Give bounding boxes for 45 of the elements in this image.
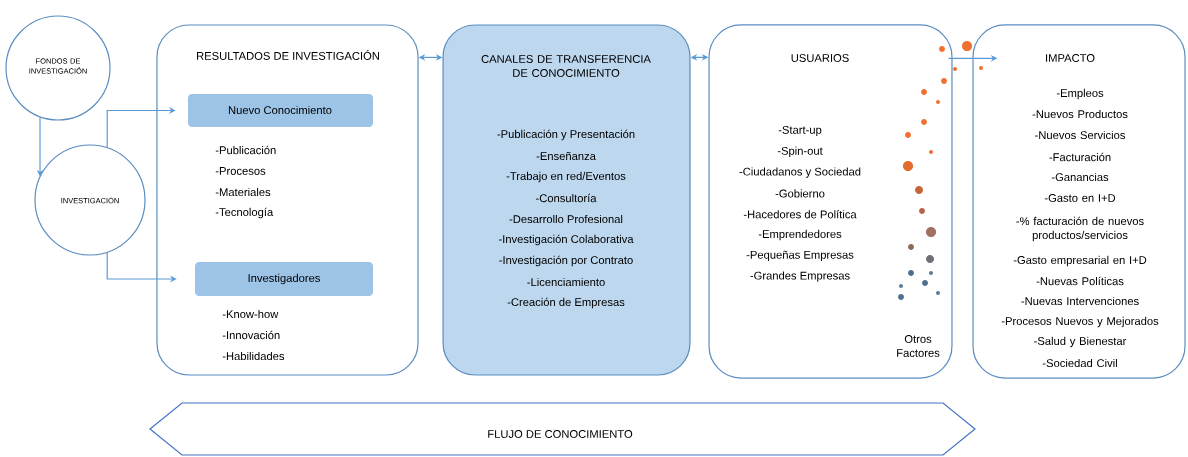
list-item: -Procesos	[215, 167, 266, 175]
list-item: -Hacedores de Política	[743, 210, 857, 219]
list-item: -Materiales	[215, 187, 271, 197]
list-item: -Nuevas Intervenciones	[1021, 296, 1139, 306]
box-label: Nuevo Conocimiento	[228, 105, 332, 115]
list-item: -Investigación por Contrato	[499, 255, 633, 267]
panel-heading: CANALES DE TRANSFERENCIA DE CONOCIMIENTO	[481, 55, 651, 77]
list-item: -Licenciamiento	[527, 277, 605, 287]
list-item: -Facturación	[1049, 152, 1111, 162]
list-item: -Empleos	[1056, 88, 1104, 100]
list-item: -Spin-out	[777, 146, 823, 157]
panel-heading: RESULTADOS DE INVESTIGACIÓN	[197, 50, 379, 60]
list-item: -Desarrollo Profesional	[509, 214, 623, 224]
list-item: -Nuevos Productos	[1032, 109, 1128, 119]
panel-heading: IMPACTO	[1046, 54, 1095, 62]
list-item: -Creación de Empresas	[507, 297, 625, 309]
list-item: -% facturación de nuevos productos/servicios	[1016, 216, 1144, 242]
list-item: -Publicación y Presentación	[497, 129, 635, 141]
list-item: -Nuevas Políticas	[1036, 276, 1124, 286]
list-item: -Procesos Nuevos y Mejorados	[1001, 316, 1159, 328]
list-item: -Ciudadanos y Sociedad	[739, 167, 861, 178]
panel-heading: USUARIOS	[791, 54, 849, 62]
list-item: -Grandes Empresas	[750, 271, 850, 282]
list-item: -Investigación Colaborativa	[498, 234, 634, 246]
list-item: -Gasto en I+D	[1044, 194, 1116, 202]
list-item: -Trabajo en red/Eventos	[506, 171, 626, 183]
list-item: -Enseñanza	[536, 151, 596, 161]
list-item: -Gasto empresarial en I+D	[1013, 255, 1147, 267]
list-item: -Salud y Bienestar	[1034, 336, 1127, 348]
list-item: Otros Factores	[897, 335, 940, 357]
list-item: -Gobierno	[775, 189, 825, 198]
list-item: -Habilidades	[222, 351, 285, 361]
list-item: -Sociedad Civil	[1042, 358, 1117, 368]
box-label: Investigadores	[248, 273, 320, 285]
band-label: FLUJO DE CONOCIMIENTO	[488, 430, 633, 438]
list-item: -Ganancias	[1051, 172, 1109, 182]
list-item: -Innovación	[222, 330, 280, 340]
list-item: -Tecnología	[215, 207, 274, 219]
list-item: -Pequeñas Empresas	[746, 250, 854, 261]
list-item: -Know-how	[222, 309, 279, 319]
list-item: -Nuevos Servicios	[1035, 130, 1126, 140]
list-item: -Start-up	[778, 125, 822, 137]
list-item: -Emprendedores	[758, 229, 842, 241]
list-item: -Consultoría	[536, 193, 597, 203]
list-item: -Publicación	[215, 145, 276, 155]
